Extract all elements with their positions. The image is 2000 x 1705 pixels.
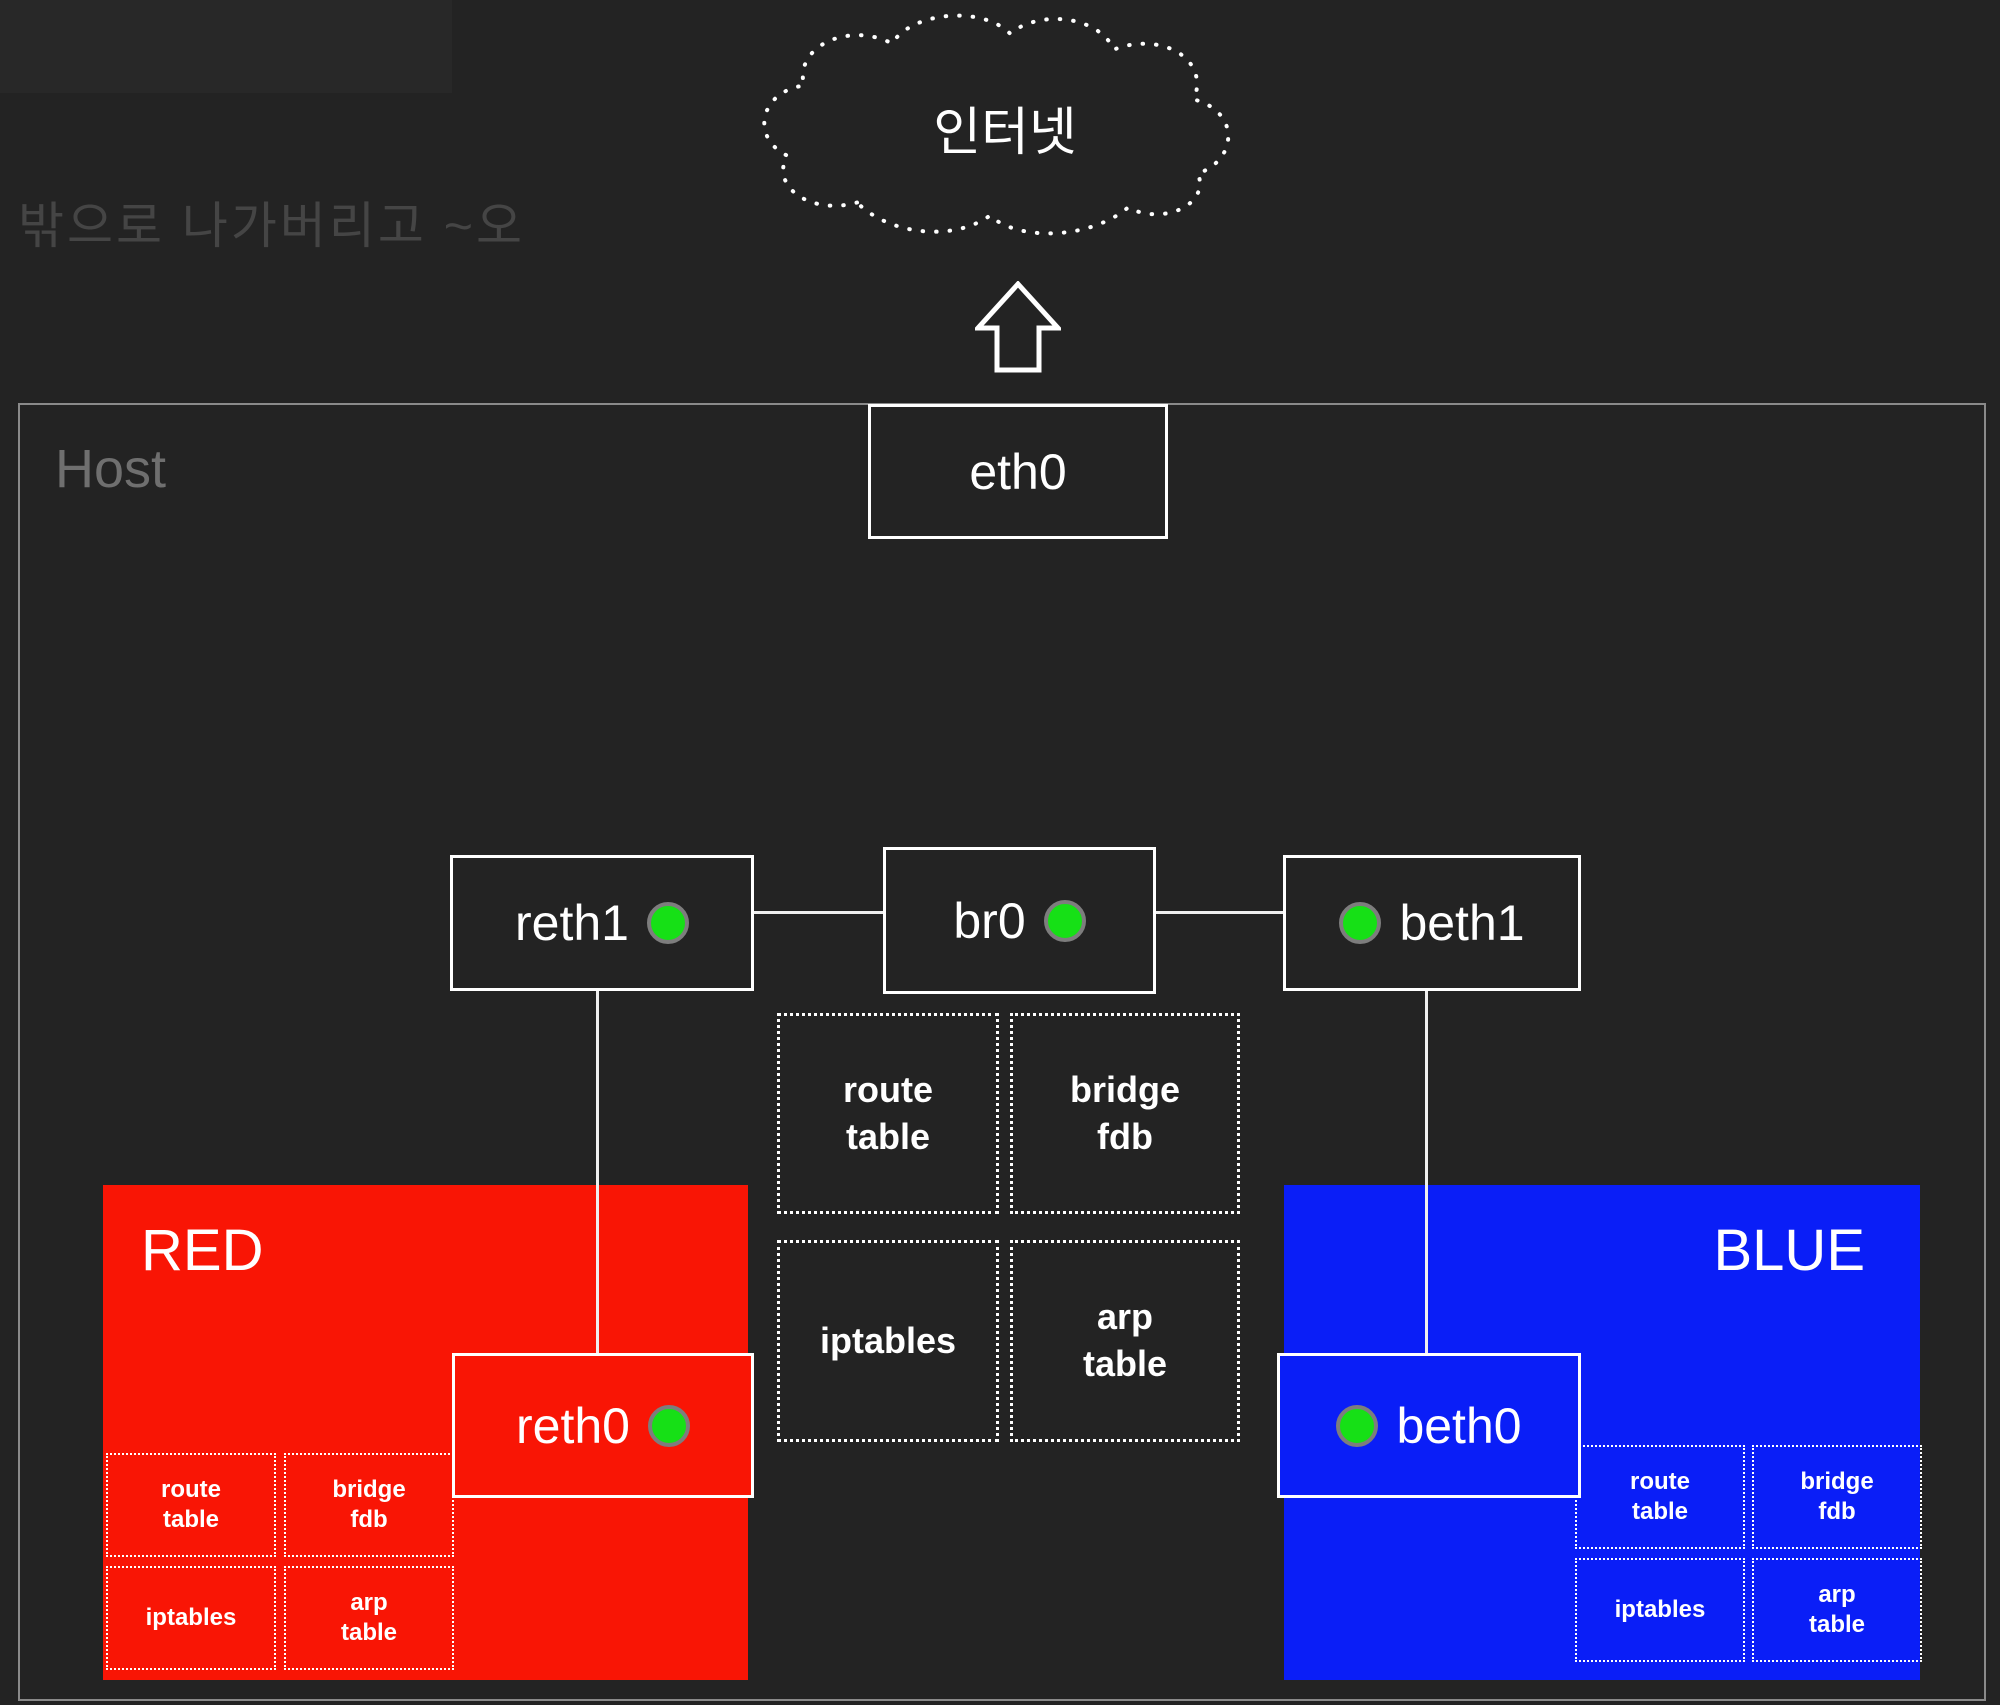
green-led-icon	[1043, 899, 1086, 942]
blue-namespace-title: BLUE	[1713, 1218, 1865, 1283]
link-br0-beth1	[1148, 911, 1285, 914]
link-reth1-reth0	[596, 983, 599, 1355]
host-route-table: route table	[777, 1013, 999, 1214]
red-namespace-title: RED	[141, 1218, 264, 1283]
red-route-table: route table	[106, 1453, 276, 1557]
red-arp-table: arp table	[284, 1566, 454, 1670]
cloud-outline-icon	[762, 13, 1231, 236]
eth0-label: eth0	[969, 443, 1067, 500]
host-bridge-fdb: bridge fdb	[1010, 1013, 1240, 1214]
interface-eth0: eth0	[868, 404, 1168, 539]
interface-beth0: beth0	[1277, 1353, 1581, 1498]
red-bridge-fdb: bridge fdb	[284, 1453, 454, 1557]
green-led-icon	[1339, 902, 1382, 944]
red-iptables: iptables	[106, 1566, 276, 1670]
green-led-icon	[646, 902, 689, 944]
interface-reth0: reth0	[452, 1353, 754, 1498]
host-arp-table: arp table	[1010, 1240, 1240, 1442]
blue-namespace: BLUE	[1284, 1185, 1920, 1680]
up-arrow-icon	[975, 281, 1061, 373]
dim-caption: 밖으로 나가버리고 ~오	[18, 198, 525, 254]
host-iptables: iptables	[777, 1240, 999, 1442]
corner-shade	[0, 0, 452, 93]
green-led-icon	[647, 1404, 690, 1447]
internet-label: 인터넷	[933, 104, 1077, 162]
blue-route-table: route table	[1575, 1445, 1745, 1549]
reth1-label: reth1	[515, 895, 629, 951]
bridge-br0: br0	[883, 847, 1156, 994]
br0-label: br0	[953, 892, 1026, 949]
host-title: Host	[55, 439, 167, 499]
beth0-label: beth0	[1396, 1397, 1522, 1454]
blue-iptables: iptables	[1575, 1558, 1745, 1662]
interface-beth1: beth1	[1283, 855, 1581, 991]
interface-reth1: reth1	[450, 855, 754, 991]
internet-cloud	[762, 13, 1231, 236]
blue-arp-table: arp table	[1752, 1558, 1922, 1662]
blue-bridge-fdb: bridge fdb	[1752, 1445, 1922, 1549]
beth1-label: beth1	[1399, 895, 1525, 951]
green-led-icon	[1336, 1404, 1379, 1447]
link-reth1-br0	[746, 911, 885, 914]
link-beth1-beth0	[1425, 983, 1428, 1355]
reth0-label: reth0	[516, 1397, 630, 1454]
